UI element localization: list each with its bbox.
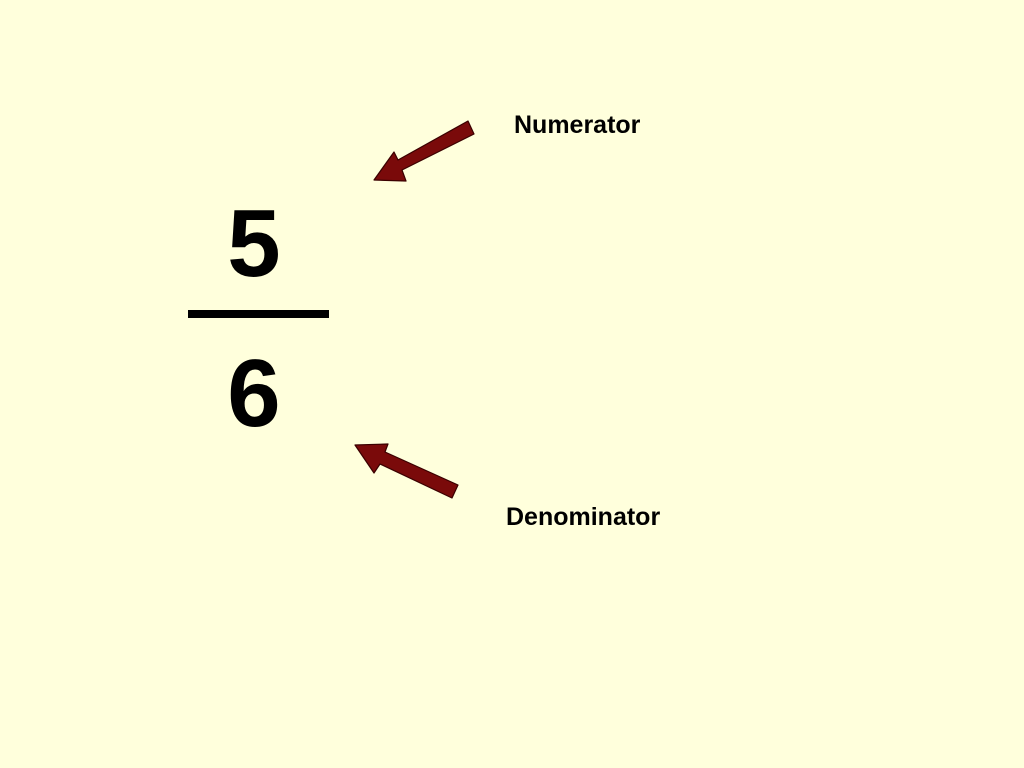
fraction-bar: [188, 310, 329, 318]
denominator-label: Denominator: [506, 503, 661, 531]
denominator-digit: 6: [227, 340, 281, 447]
numerator-digit: 5: [227, 190, 281, 297]
numerator-label: Numerator: [514, 111, 641, 139]
denominator-arrow-icon: [354, 443, 459, 499]
numerator-arrow-icon: [373, 120, 475, 182]
